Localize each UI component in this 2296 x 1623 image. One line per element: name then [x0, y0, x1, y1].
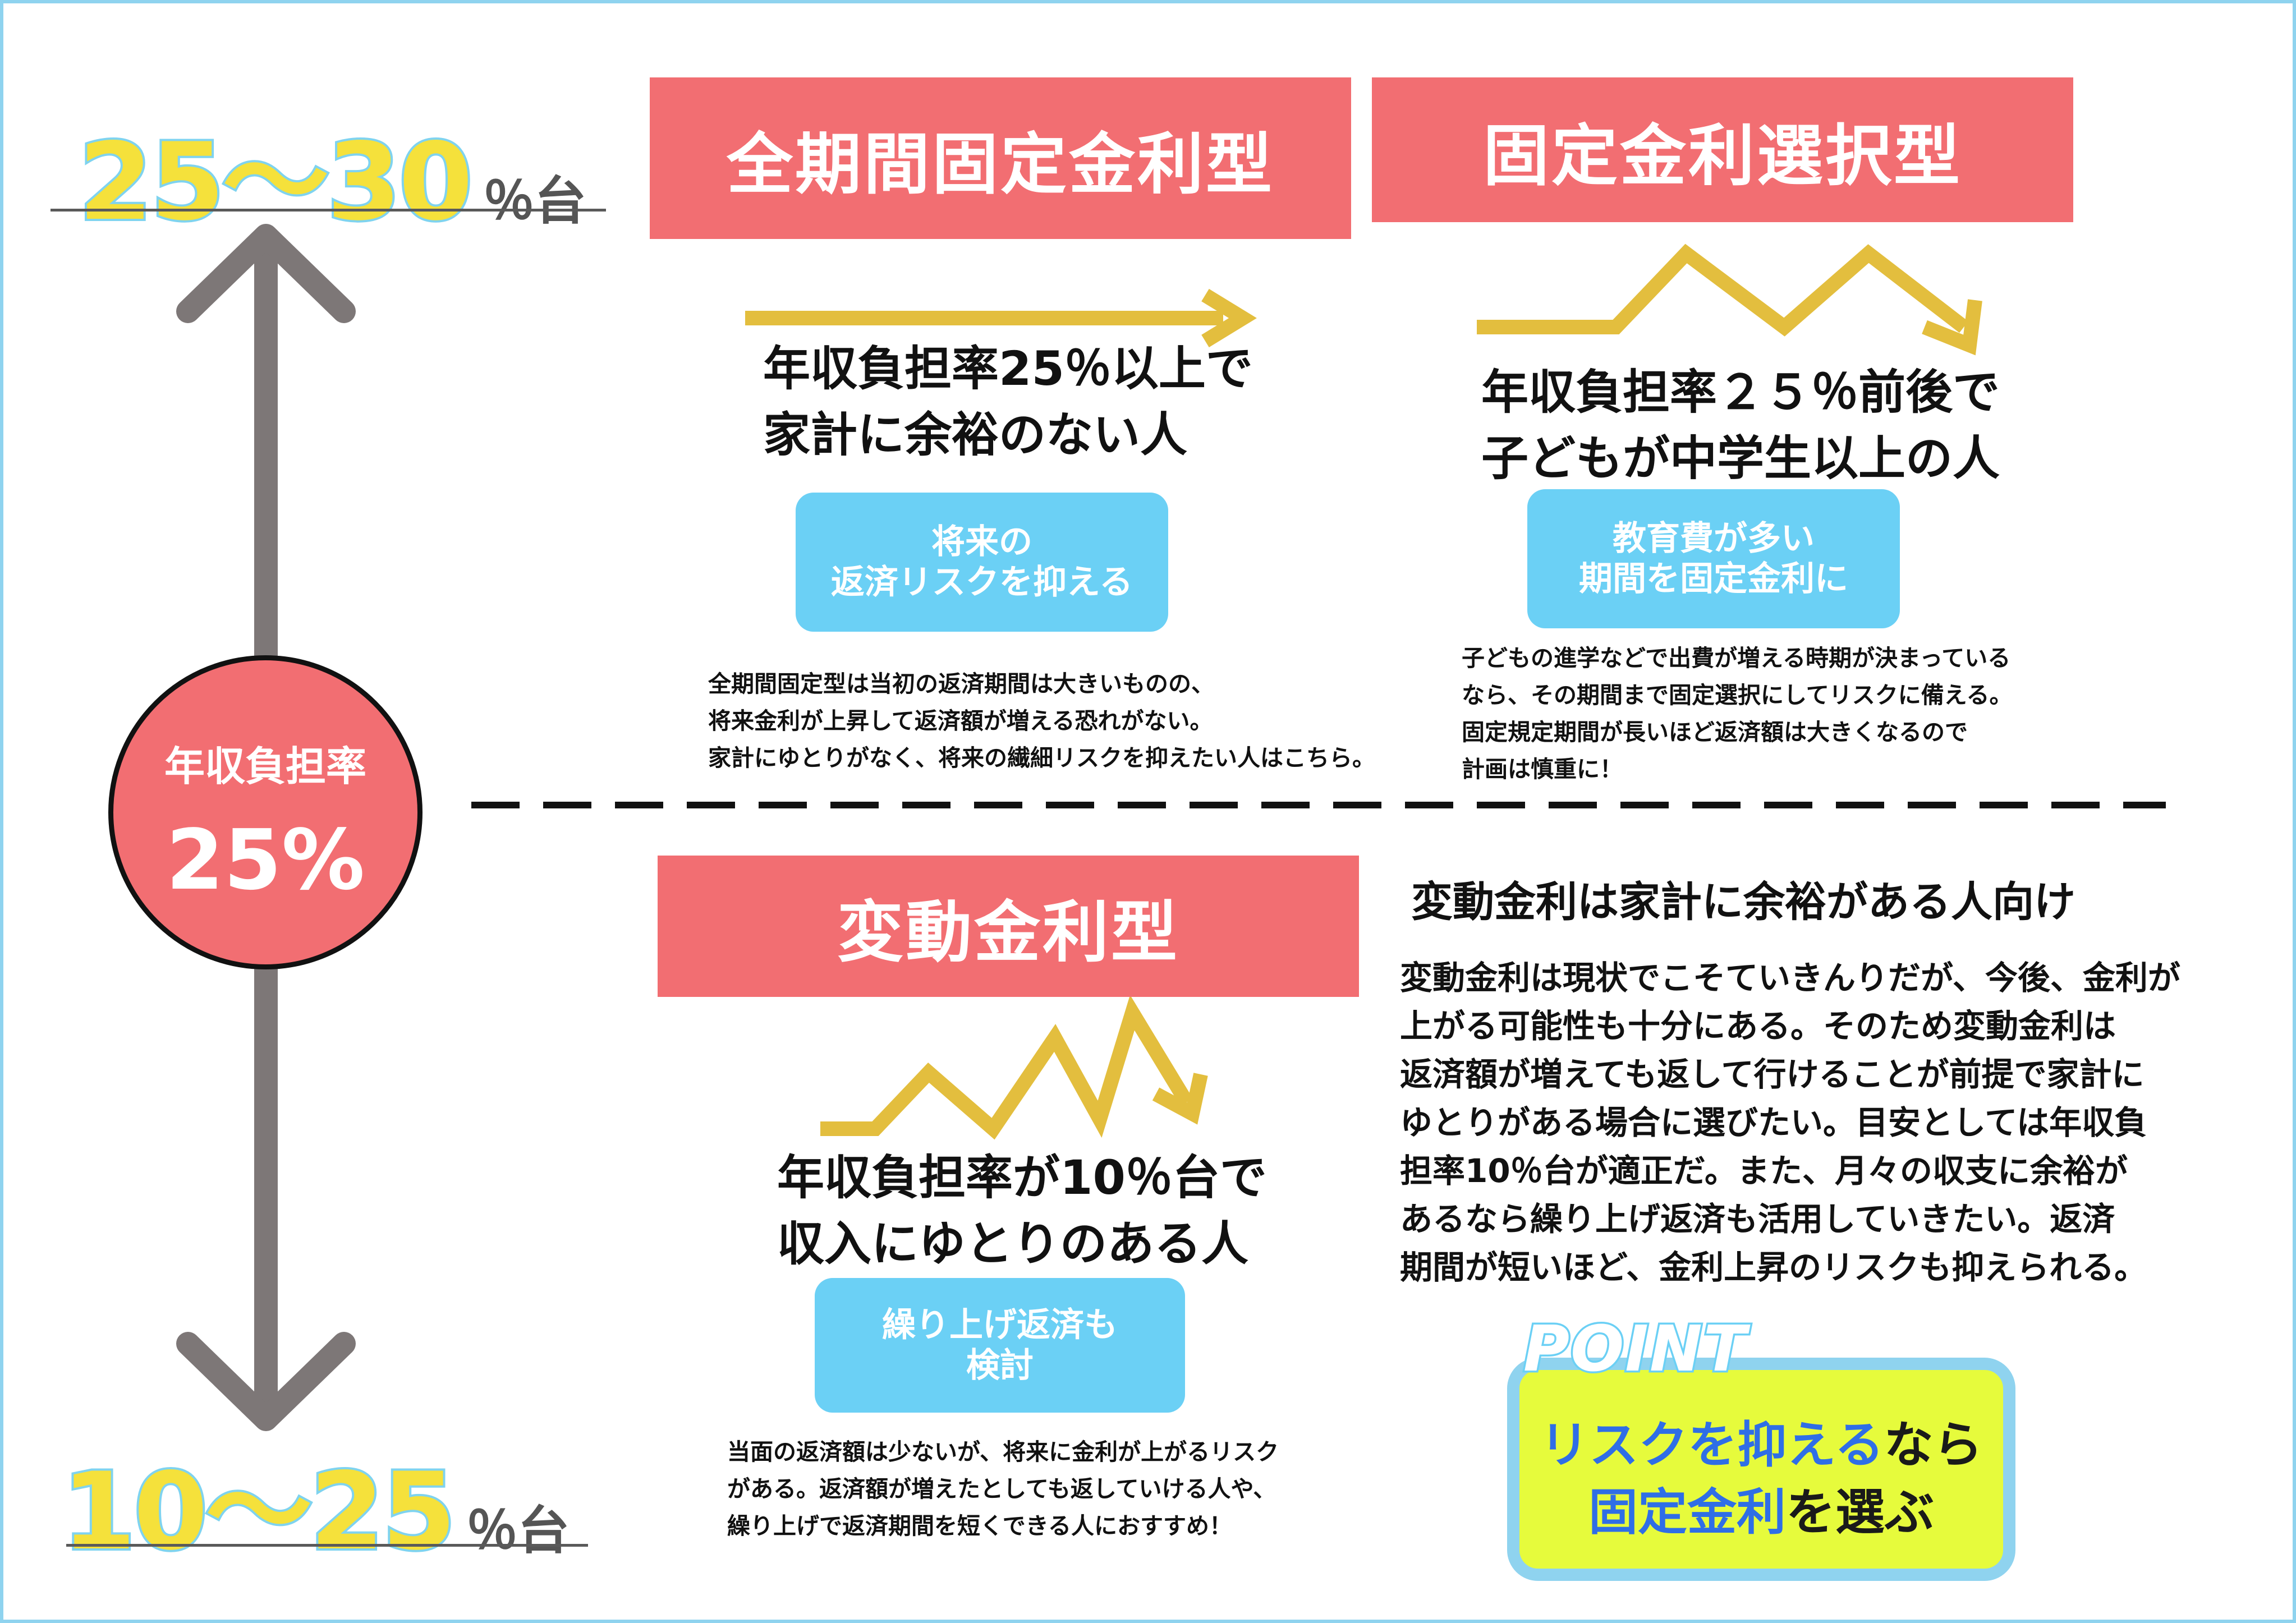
- point-line-2-highlight: 固定金利: [1588, 1483, 1786, 1541]
- top-range-number: 25〜30: [76, 118, 475, 246]
- point-line-2-rest: を選ぶ: [1786, 1483, 1935, 1541]
- fixed-select-pill: 教育費が多い 期間を固定金利に: [1527, 489, 1900, 628]
- trend-fluctuating-arrow-2: [820, 995, 1208, 1140]
- burden-rate-label: 年収負担率: [164, 743, 366, 790]
- full-fixed-title: 全期間固定金利型: [726, 125, 1274, 203]
- variable-note-body: 変動金利は現状でこそていきんりだが、今後、金利が 上がる可能性も十分にある。その…: [1400, 959, 2180, 1286]
- trend-steady-arrow: [745, 288, 1257, 348]
- full-fixed-heading: 年収負担率25％以上で 家計に余裕のない人: [763, 341, 1253, 462]
- fixed-select-description: 子どもの進学などで出費が増える時期が決まっている なら、その期間まで固定選択にし…: [1462, 645, 2013, 783]
- top-range-unit: ％台: [483, 171, 586, 231]
- trend-fluctuating-arrow-1: [1477, 243, 1982, 356]
- bottom-range-number: 10〜25: [59, 1447, 458, 1576]
- variable-title-banner: 変動金利型: [658, 856, 1359, 997]
- top-range-label: 25〜30 ％台: [76, 95, 586, 250]
- variable-title: 変動金利型: [837, 893, 1179, 971]
- burden-axis-arrow: [176, 224, 356, 1431]
- burden-rate-value: 25%: [166, 812, 365, 908]
- full-fixed-title-banner: 全期間固定金利型: [650, 77, 1351, 239]
- bottom-range-label: 10〜25 ％台: [59, 1425, 570, 1579]
- full-fixed-pill: 将来の 返済リスクを抑える: [796, 493, 1168, 632]
- point-line-1-rest: なら: [1884, 1416, 1983, 1474]
- fixed-select-title: 固定金利選択型: [1482, 117, 1962, 195]
- bottom-range-unit: ％台: [466, 1501, 570, 1561]
- bottom-range-underline: [66, 1544, 588, 1547]
- burden-rate-circle: 年収負担率 25%: [108, 655, 423, 969]
- point-label: POINT: [1521, 1311, 1748, 1388]
- variable-heading: 年収負担率が10％台で 収入にゆとりのある人: [777, 1150, 1267, 1271]
- top-range-underline: [50, 209, 606, 212]
- variable-description: 当面の返済額は少ないが、将来に金利が上がるリスク がある。返済額が増えたとしても…: [727, 1438, 1279, 1539]
- variable-note-heading: 変動金利は家計に余裕がある人向け: [1411, 878, 2075, 926]
- point-line-2: 固定金利を選ぶ: [1507, 1473, 2015, 1544]
- full-fixed-description: 全期間固定型は当初の返済期間は大きいものの、 将来金利が上昇して返済額が増える恐…: [708, 670, 1375, 771]
- point-line-1-highlight: リスクを抑える: [1540, 1416, 1884, 1474]
- point-line-1: リスクを抑えるなら: [1507, 1405, 2015, 1477]
- fixed-select-title-banner: 固定金利選択型: [1372, 77, 2073, 222]
- fixed-select-heading: 年収負担率２５％前後で 子どもが中学生以上の人: [1481, 365, 2000, 486]
- point-callout-box: [1507, 1358, 2015, 1581]
- variable-pill: 繰り上げ返済も 検討: [815, 1278, 1185, 1413]
